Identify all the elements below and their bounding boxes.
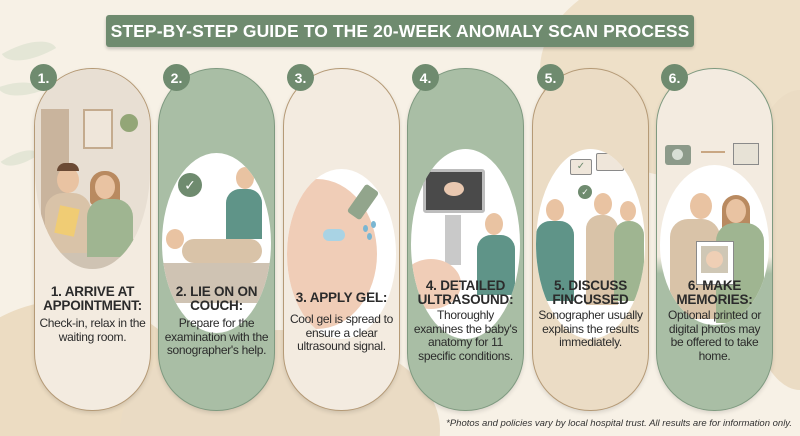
patient-head <box>166 229 184 249</box>
step-card-3: 3. APPLY GEL: Cool gel is spread to ensu… <box>283 68 400 411</box>
hair <box>57 163 79 171</box>
page-title: STEP-BY-STEP GUIDE TO THE 20-WEEK ANOMAL… <box>106 15 694 47</box>
step-title: 4. DETAILED ULTRASOUND: <box>417 278 514 307</box>
man-head <box>57 167 79 193</box>
step-description: Cool gel is spread to ensure a clear ult… <box>289 312 394 353</box>
patient-on-couch-illustration: ✓ <box>162 153 271 333</box>
step-title: 5. DISCUSS FINCUSSED <box>552 278 629 307</box>
camera-icon <box>665 145 691 165</box>
step-description: Optional printed or digital photos may b… <box>667 308 762 363</box>
ultrasound-monitor-icon <box>423 169 485 213</box>
patient-body <box>182 239 262 263</box>
woman-head <box>95 175 115 199</box>
ultrasound-illustration <box>411 149 520 339</box>
monitor-stand <box>445 215 461 265</box>
picture-frame-icon <box>83 109 113 149</box>
man-head <box>690 193 712 219</box>
couple-waiting-room-illustration <box>35 69 150 269</box>
step-description: Check-in, relax in the waiting room. <box>39 316 146 344</box>
sonographer-head <box>546 199 564 221</box>
sonographer-scrubs <box>226 189 262 239</box>
gel-blob-icon <box>323 229 345 241</box>
step-title: 3. APPLY GEL: <box>295 290 388 305</box>
gel-on-belly-illustration <box>287 169 396 339</box>
droplet-icon <box>367 233 372 240</box>
step-badge-4: 4. <box>412 64 439 91</box>
scan-photo-icon <box>696 241 734 285</box>
plant-icon <box>120 114 138 132</box>
man-head <box>594 193 612 215</box>
couch-icon <box>162 263 271 303</box>
checkmark-icon: ✓ <box>178 173 202 197</box>
belly-icon <box>411 259 461 309</box>
droplet-icon <box>363 225 368 232</box>
woman-body <box>614 221 644 301</box>
arrow-icon <box>701 151 725 153</box>
gel-bottle-icon <box>346 183 380 221</box>
woman-body <box>87 199 133 257</box>
step-card-6: 6. MAKE MEMORIES: Optional printed or di… <box>656 68 773 411</box>
woman-head <box>620 201 636 221</box>
step-description: Thoroughly examines the baby's anatomy f… <box>413 308 518 363</box>
sonographer-head <box>236 167 254 189</box>
step-description: Prepare for the examination with the son… <box>164 316 269 357</box>
step-title: 1. ARRIVE AT APPOINTMENT: <box>43 284 142 313</box>
man-body <box>586 215 618 305</box>
couple-with-scan-photo-illustration <box>660 165 769 325</box>
step-badge-3: 3. <box>287 64 314 91</box>
step-card-1: 1. ARRIVE AT APPOINTMENT: Check-in, rela… <box>34 68 151 411</box>
fetus-icon <box>444 182 464 196</box>
checkmark-icon: ✓ <box>578 185 592 199</box>
droplet-icon <box>371 221 376 228</box>
step-title: 2. LIE ON ON COUCH: <box>175 284 258 313</box>
chat-bubble-icon <box>596 153 624 171</box>
step-badge-5: 5. <box>537 64 564 91</box>
step-description: Sonographer usually explains the results… <box>538 308 643 349</box>
step-card-5: ✓ ✓ 5. DISCUSS FINCUSSED Sonographer usu… <box>532 68 649 411</box>
step-card-2: ✓ 2. LIE ON ON COUCH: Prepare for the ex… <box>158 68 275 411</box>
sonographer-scrubs <box>536 221 574 301</box>
photo-gallery-icon <box>733 143 759 165</box>
step-title: 6. MAKE MEMORIES: <box>676 278 753 307</box>
step-badge-1: 1. <box>30 64 57 91</box>
chat-check-icon: ✓ <box>570 159 592 175</box>
discussion-illustration: ✓ ✓ <box>536 149 645 339</box>
woman-head <box>726 199 746 223</box>
step-badge-2: 2. <box>163 64 190 91</box>
step-badge-6: 6. <box>661 64 688 91</box>
sonographer-scrubs <box>477 235 515 295</box>
step-card-4: 4. DETAILED ULTRASOUND: Thoroughly exami… <box>407 68 524 411</box>
footnote: *Photos and policies vary by local hospi… <box>446 418 792 429</box>
sonographer-head <box>485 213 503 235</box>
